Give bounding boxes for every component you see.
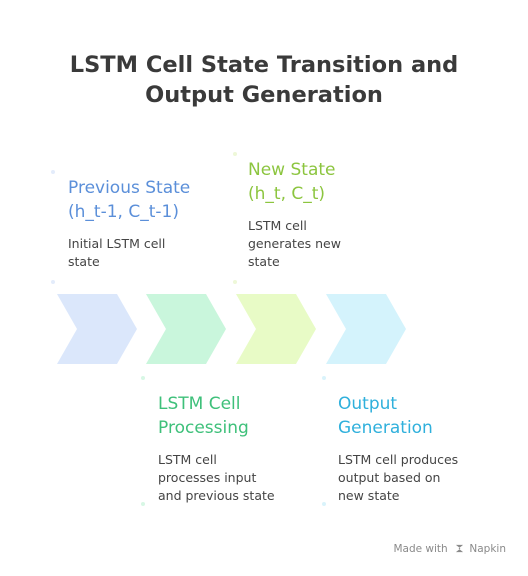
- step-lstm-cell-processing-desc-line-3: and previous state: [158, 488, 275, 503]
- step-previous-state-title-line-2: (h_t-1, C_t-1): [68, 202, 179, 222]
- step-output-generation-title-line-1: Output: [338, 394, 398, 414]
- step-new-state-desc-line-1: LSTM cell: [248, 218, 307, 233]
- step-new-state-desc-line-3: state: [248, 254, 280, 269]
- connector-dot: [141, 376, 145, 380]
- step-lstm-cell-processing-title-line-1: LSTM Cell: [158, 394, 241, 414]
- connector-dot: [141, 502, 145, 506]
- chevron-lstm-cell-processing: [146, 294, 226, 364]
- chevron-previous-state: [57, 294, 137, 364]
- step-output-generation-desc-line-3: new state: [338, 488, 400, 503]
- connector-dot: [233, 280, 237, 284]
- step-new-state-title-line-2: (h_t, C_t): [248, 184, 326, 204]
- step-lstm-cell-processing-desc-line-2: processes input: [158, 470, 257, 485]
- connector-dot: [51, 170, 55, 174]
- diagram-title-line-2: Output Generation: [145, 82, 383, 108]
- step-new-state-title-line-1: New State: [248, 160, 336, 180]
- diagram-title-line-1: LSTM Cell State Transition and: [69, 52, 459, 78]
- connector-dot: [233, 152, 237, 156]
- step-previous-state-desc-line-2: state: [68, 254, 100, 269]
- step-new-state-desc-line-2: generates new: [248, 236, 341, 251]
- chevron-new-state: [236, 294, 316, 364]
- made-with-napkin-footer: Made with Napkin: [393, 543, 506, 555]
- napkin-brand-label: Napkin: [469, 543, 506, 555]
- step-lstm-cell-processing-title-line-2: Processing: [158, 418, 249, 438]
- connector-dot: [51, 280, 55, 284]
- step-output-generation-desc-line-1: LSTM cell produces: [338, 452, 459, 467]
- step-previous-state-title-line-1: Previous State: [68, 178, 191, 198]
- step-output-generation-title-line-2: Generation: [338, 418, 433, 438]
- made-with-label: Made with: [393, 543, 448, 555]
- napkin-logo-icon: [455, 544, 464, 553]
- step-output-generation-desc-line-2: output based on: [338, 470, 441, 485]
- connector-dot: [322, 502, 326, 506]
- connector-dot: [322, 376, 326, 380]
- step-previous-state-desc-line-1: Initial LSTM cell: [68, 236, 166, 251]
- chevron-output-generation: [326, 294, 406, 364]
- step-lstm-cell-processing-desc-line-1: LSTM cell: [158, 452, 217, 467]
